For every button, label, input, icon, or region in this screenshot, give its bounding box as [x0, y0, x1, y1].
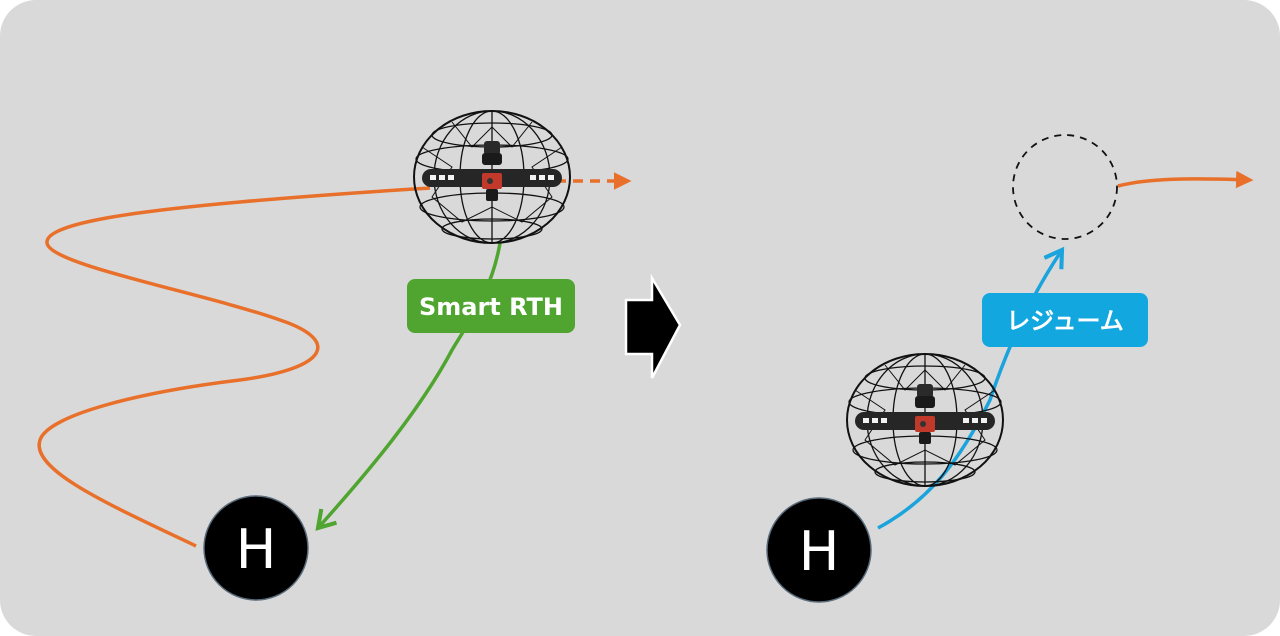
flight-path-right: [1117, 170, 1254, 189]
drone-icon-right: [846, 353, 1004, 487]
smart-rth-label: Smart RTH: [407, 279, 575, 333]
home-marker-left-text: H: [236, 518, 277, 581]
resume-path: [877, 246, 1065, 530]
home-marker-icon: H: [203, 495, 309, 601]
resume-label: レジューム: [982, 293, 1148, 347]
drone-icon: [413, 110, 571, 244]
smart-rth-label-text: Smart RTH: [419, 293, 563, 321]
home-marker-right-text: H: [799, 520, 840, 583]
ghost-position-icon: [1012, 134, 1118, 240]
home-marker-right-icon: H: [766, 497, 872, 603]
flight-path-left: [37, 186, 431, 548]
resume-label-text: レジューム: [1006, 307, 1124, 335]
right-arrow-icon: [624, 273, 682, 379]
